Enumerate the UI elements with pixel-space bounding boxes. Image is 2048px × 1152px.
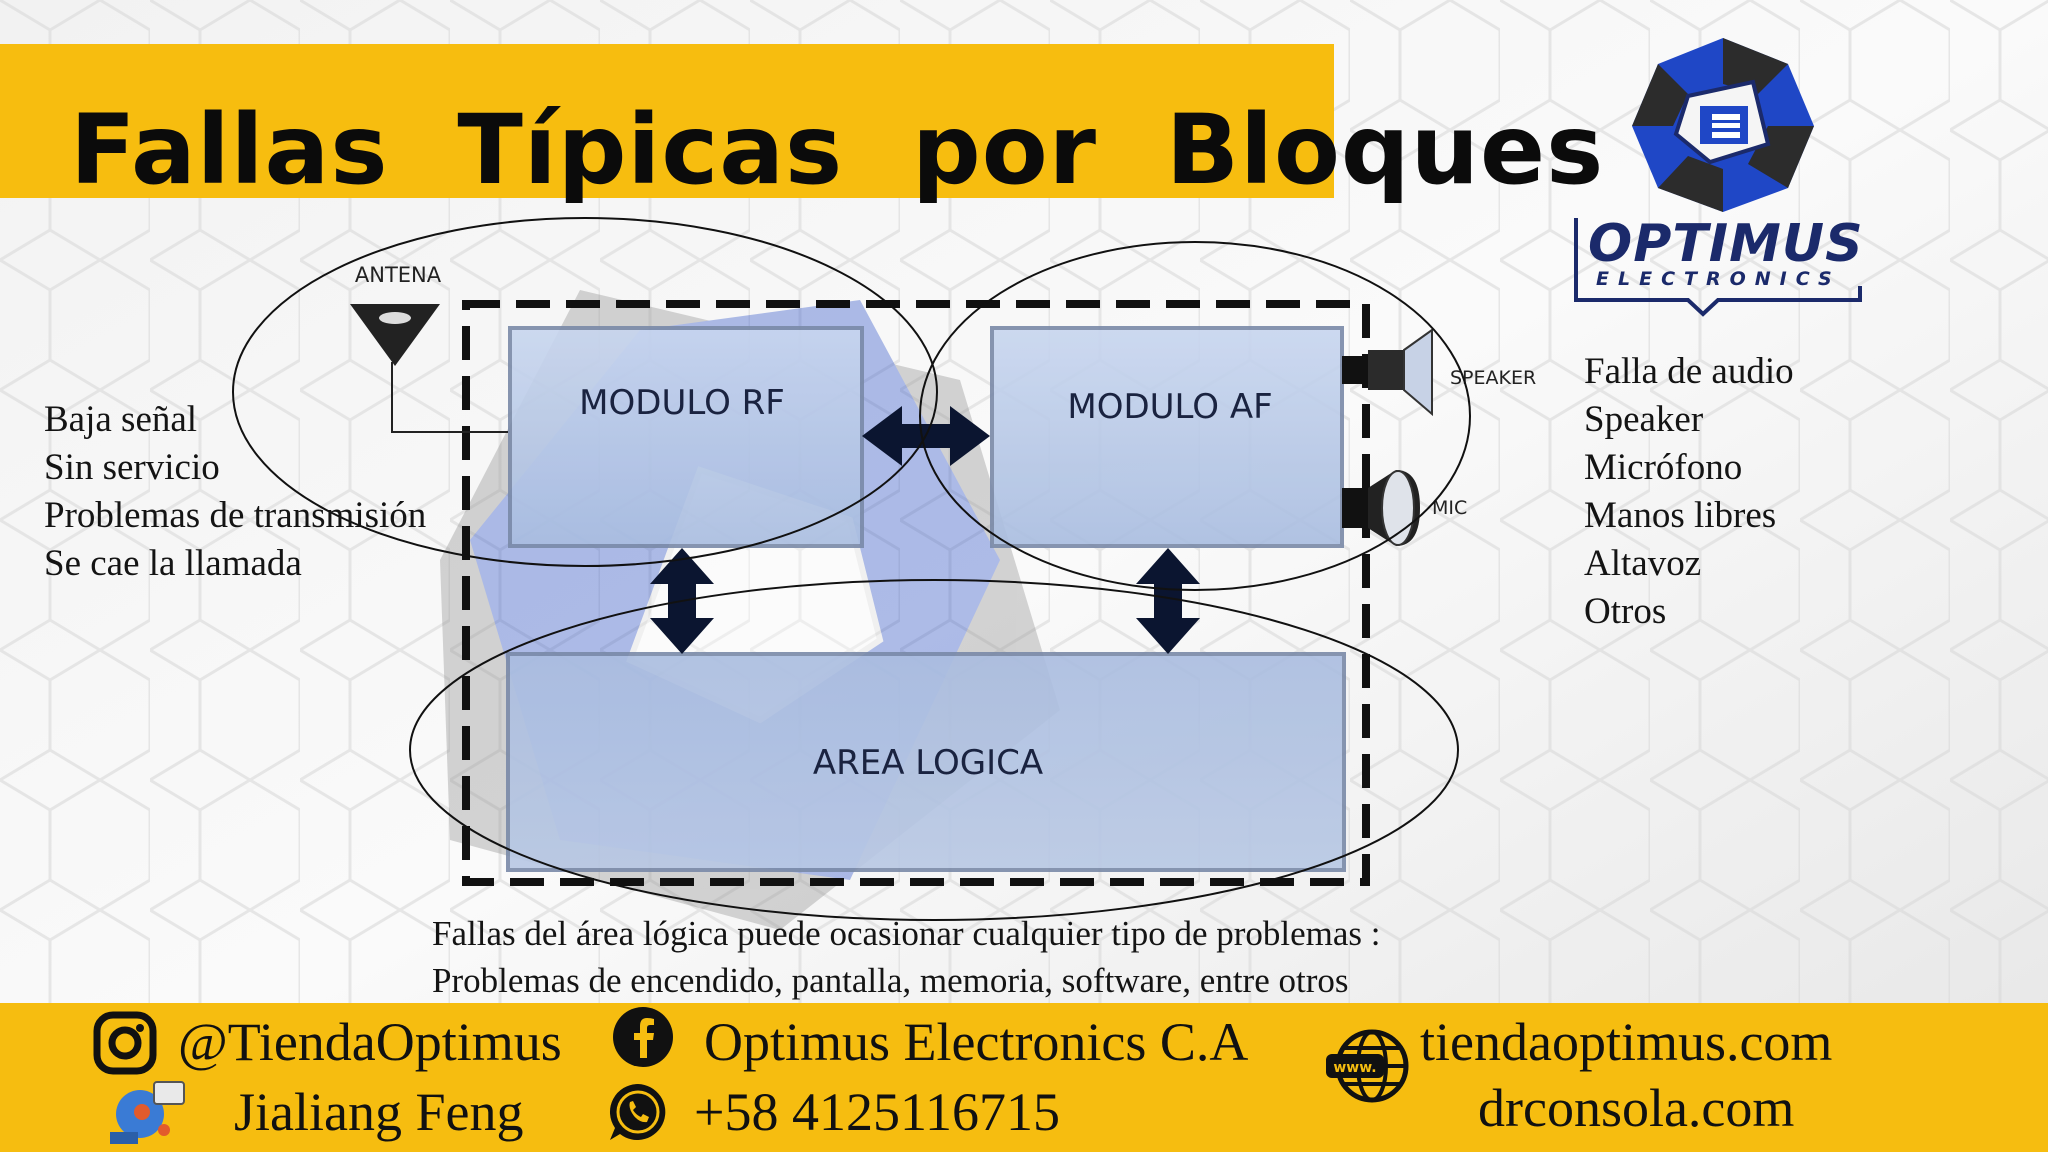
af-fault-item: Altavoz — [1584, 543, 1702, 584]
rf-module-label: MODULO RF — [579, 383, 785, 423]
logic-area-block — [506, 652, 1346, 872]
speaker-connector — [1342, 356, 1368, 384]
instagram-handle[interactable]: @TiendaOptimus — [178, 1012, 562, 1072]
speaker-icon — [1368, 328, 1433, 417]
logic-note-line: Problemas de encendido, pantalla, memori… — [432, 961, 1349, 1000]
rf-faults-list: Baja señal Sin servicio Problemas de tra… — [44, 396, 426, 588]
af-fault-item: Manos libres — [1584, 495, 1777, 536]
speaker-label: SPEAKER — [1450, 367, 1536, 389]
rf-fault-item: Baja señal — [44, 399, 198, 440]
af-module-block — [990, 326, 1344, 548]
title-bar — [0, 44, 1334, 198]
mic-connector — [1342, 488, 1368, 528]
svg-text:www.: www. — [1333, 1060, 1376, 1076]
af-module-label: MODULO AF — [1067, 387, 1272, 427]
logo-wordmark: OPTIMUS — [1588, 214, 1864, 274]
logo-pulse-line — [1574, 218, 1862, 317]
af-fault-item: Speaker — [1584, 399, 1704, 440]
logic-area-label: AREA LOGICA — [813, 743, 1043, 783]
mic-label: MIC — [1432, 497, 1467, 519]
logic-note-line: Fallas del área lógica puede ocasionar c… — [432, 914, 1381, 953]
af-faults-list: Falla de audio Speaker Micrófono Manos l… — [1584, 348, 1794, 636]
whatsapp-icon[interactable] — [606, 1080, 670, 1144]
facebook-icon[interactable] — [612, 1006, 674, 1068]
af-fault-item: Otros — [1584, 591, 1667, 632]
phone-number[interactable]: +58 4125116715 — [694, 1082, 1060, 1142]
instagram-icon[interactable] — [92, 1010, 158, 1076]
footer-bar — [0, 1003, 2048, 1152]
globe-icon[interactable]: www. — [1326, 1026, 1412, 1106]
system-boundary — [462, 300, 1370, 886]
antenna-label: ANTENA — [355, 263, 442, 287]
rf-fault-item: Se cae la llamada — [44, 543, 302, 584]
rf-fault-item: Sin servicio — [44, 447, 220, 488]
af-fault-item: Micrófono — [1584, 447, 1743, 488]
facebook-page[interactable]: Optimus Electronics C.A — [704, 1012, 1249, 1072]
logo-subtitle: ELECTRONICS — [1596, 268, 1841, 290]
af-logic-arrow — [1136, 548, 1200, 654]
rf-highlight-ellipse — [232, 217, 938, 567]
optimus-logo-icon — [1632, 38, 1814, 212]
antenna-icon — [350, 304, 440, 366]
mic-icon — [1368, 470, 1420, 546]
website-link-2[interactable]: drconsola.com — [1478, 1078, 1795, 1138]
af-fault-item: Falla de audio — [1584, 351, 1794, 392]
rf-fault-item: Problemas de transmisión — [44, 495, 427, 536]
contact-name: Jialiang Feng — [234, 1082, 524, 1142]
rf-module-block — [508, 326, 864, 548]
antenna-wire — [391, 362, 508, 433]
page-title: Fallas Típicas por Bloques — [70, 94, 1605, 206]
logic-faults-note: Fallas del área lógica puede ocasionar c… — [432, 910, 1381, 1004]
af-highlight-ellipse — [919, 241, 1471, 591]
website-link-1[interactable]: tiendaoptimus.com — [1420, 1012, 1833, 1072]
logic-highlight-ellipse — [409, 579, 1459, 921]
profile-icon — [110, 1081, 185, 1144]
